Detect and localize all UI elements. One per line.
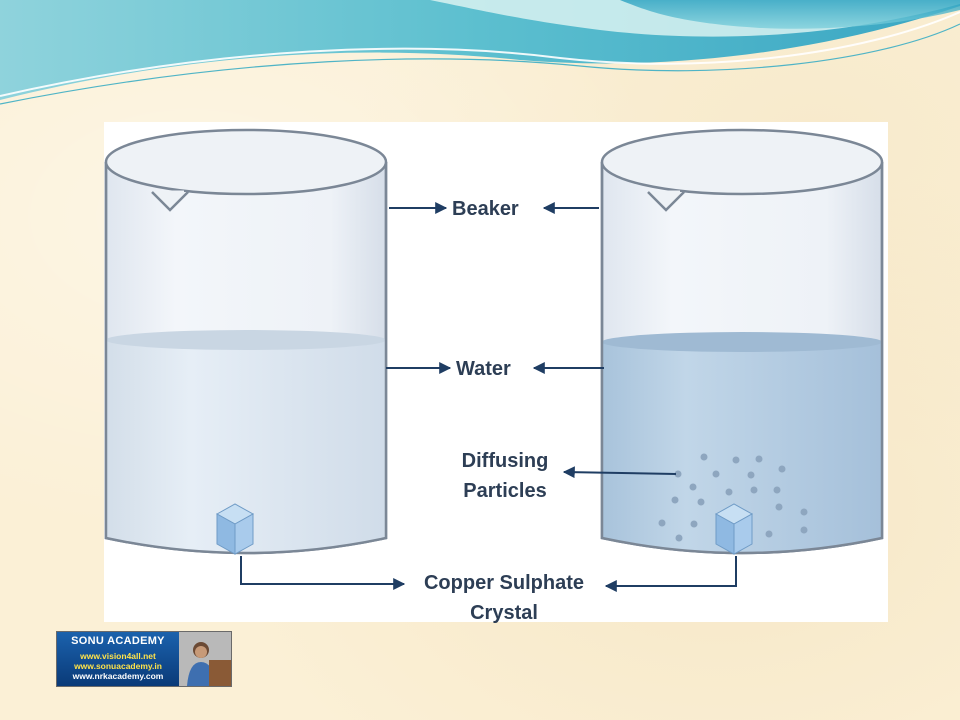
logo-title: SONU ACADEMY — [71, 635, 165, 647]
header-wave-decoration — [0, 0, 960, 105]
logo-url-2: www.sonuacademy.in — [74, 661, 162, 671]
pointer-arrows — [240, 202, 737, 592]
logo-url-3: www.nrkacademy.com — [72, 671, 164, 681]
water-label: Water — [456, 358, 511, 380]
right-beaker-icon — [600, 128, 884, 555]
particle-dots-icon — [658, 453, 808, 542]
diffusing-label-line1: Diffusing — [461, 450, 549, 472]
diffusing-label-line2: Particles — [463, 480, 547, 502]
left-cube-crystal-icon — [215, 503, 255, 555]
logo-text-block: SONU ACADEMY www.vision4all.net www.sonu… — [57, 632, 179, 686]
crystal-arrow-left — [240, 556, 406, 590]
particles-arrow — [562, 466, 677, 479]
right-cube-crystal-icon — [714, 503, 754, 555]
diffusion-diagram — [104, 128, 884, 592]
beaker-label: Beaker — [452, 198, 519, 220]
copper-sulphate-crystal-label: Copper Sulphate Crystal — [404, 568, 604, 628]
diffusing-particles-label: Diffusing Particles — [450, 446, 560, 506]
crystal-arrow-right — [604, 556, 737, 592]
presenter-photo-icon — [179, 632, 231, 686]
sonu-academy-logo: SONU ACADEMY www.vision4all.net www.sonu… — [56, 631, 232, 687]
crystal-label-line2: Crystal — [470, 602, 538, 624]
logo-url-1: www.vision4all.net — [80, 651, 156, 661]
crystal-label-line1: Copper Sulphate — [423, 572, 584, 594]
left-beaker-icon — [104, 128, 388, 555]
